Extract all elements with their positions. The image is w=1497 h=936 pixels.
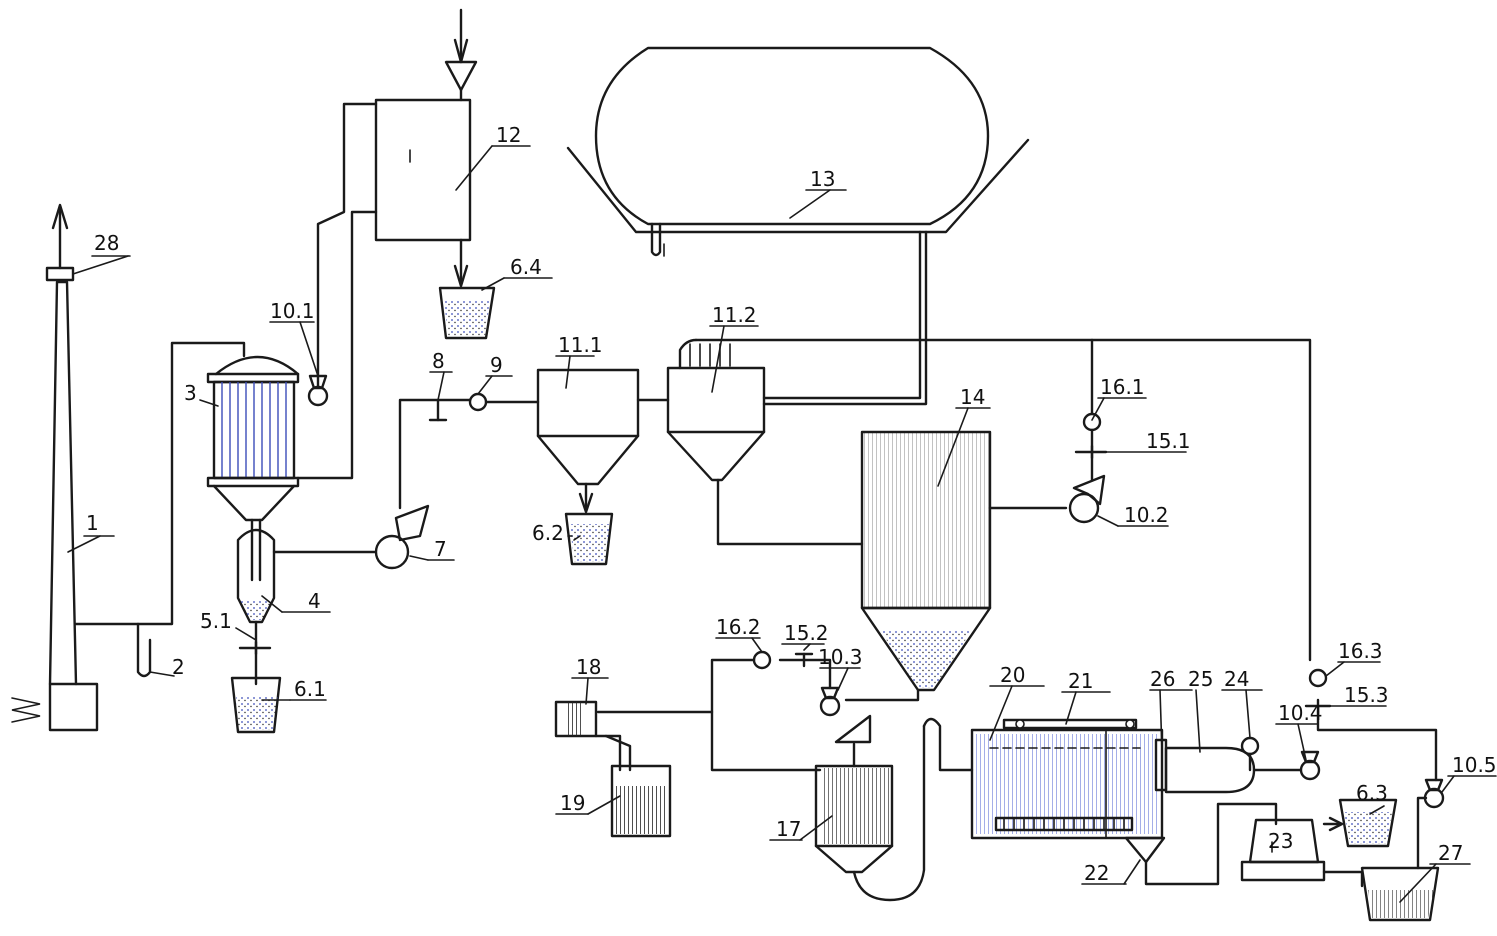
- label-26: 26: [1150, 667, 1175, 691]
- label-10-3: 10.3: [818, 645, 863, 669]
- filter-11-1: [536, 368, 640, 514]
- label-3: 3: [184, 381, 197, 405]
- vessel-27: [1360, 866, 1440, 922]
- label-15-3: 15.3: [1344, 683, 1389, 707]
- pipe-14-to-10-3: [844, 688, 920, 702]
- collection-bin-6-1: [230, 676, 282, 734]
- storage-tank-13: [566, 46, 1030, 257]
- label-16-1: 16.1: [1100, 375, 1145, 399]
- drum-25: [1164, 746, 1256, 794]
- collection-bin-6-4: [438, 286, 496, 340]
- chimney-stack: [11, 203, 131, 732]
- label-15-2: 15.2: [784, 621, 829, 645]
- cyclone-separator: [236, 528, 276, 686]
- leader-lines: [67, 145, 1497, 903]
- vessel-19: [610, 764, 672, 838]
- pipe-3-to-12: [296, 210, 378, 480]
- blower-7: [374, 504, 430, 570]
- pipe-7-to-11-1: [398, 398, 472, 510]
- label-22: 22: [1084, 861, 1109, 885]
- bunker-12: [374, 8, 478, 288]
- filter-element-18: [554, 700, 632, 772]
- pump-10-1: [307, 374, 329, 407]
- header-pipe: [694, 338, 1312, 662]
- hopper-22: [1124, 836, 1166, 864]
- label-10-2: 10.2: [1124, 503, 1169, 527]
- absorber-column-14: [860, 430, 992, 692]
- label-8: 8: [432, 349, 445, 373]
- label-18: 18: [576, 655, 601, 679]
- pipe-13-to-11-2: [762, 230, 928, 406]
- heat-exchanger: [206, 355, 300, 582]
- label-10-5: 10.5: [1452, 753, 1497, 777]
- label-17: 17: [776, 817, 801, 841]
- label-4: 4: [308, 589, 321, 613]
- label-23: 23: [1268, 829, 1293, 853]
- label-11-2: 11.2: [712, 303, 757, 327]
- label-28: 28: [94, 231, 119, 255]
- collection-bin-6-2: [564, 512, 614, 566]
- pump-10-4: [1299, 750, 1321, 781]
- label-16-2: 16.2: [716, 615, 761, 639]
- label-6-3: 6.3: [1356, 781, 1388, 805]
- label-10-4: 10.4: [1278, 701, 1323, 725]
- pump-10-3: [819, 686, 841, 717]
- label-14: 14: [960, 385, 985, 409]
- label-21: 21: [1068, 669, 1093, 693]
- label-15-1: 15.1: [1146, 429, 1191, 453]
- pump-10-2: [1068, 474, 1106, 524]
- label-20: 20: [1000, 663, 1025, 687]
- label-9: 9: [490, 353, 503, 377]
- flue-duct: [74, 341, 246, 626]
- bath-20: [970, 718, 1168, 840]
- label-12: 12: [496, 123, 521, 147]
- label-5-1: 5.1: [200, 609, 232, 633]
- label-13: 13: [810, 167, 835, 191]
- label-6-2: 6.2: [532, 521, 564, 545]
- label-25: 25: [1188, 667, 1213, 691]
- settler-17: [814, 714, 974, 902]
- label-10-1: 10.1: [270, 299, 315, 323]
- label-16-3: 16.3: [1338, 639, 1383, 663]
- pipe-12-return: [316, 102, 378, 390]
- u-tube-probe: [136, 622, 152, 678]
- pump-10-5: [1423, 778, 1445, 809]
- label-11-1: 11.1: [558, 333, 603, 357]
- label-7: 7: [434, 537, 447, 561]
- label-6-4: 6.4: [510, 255, 542, 279]
- label-6-1: 6.1: [294, 677, 326, 701]
- collection-bin-6-3: [1338, 798, 1398, 848]
- burner-zigzag-icon: [11, 697, 41, 723]
- label-2: 2: [172, 655, 185, 679]
- label-1: 1: [86, 511, 99, 535]
- filter-11-2: [666, 338, 864, 546]
- label-24: 24: [1224, 667, 1249, 691]
- label-27: 27: [1438, 841, 1463, 865]
- label-19: 19: [560, 791, 585, 815]
